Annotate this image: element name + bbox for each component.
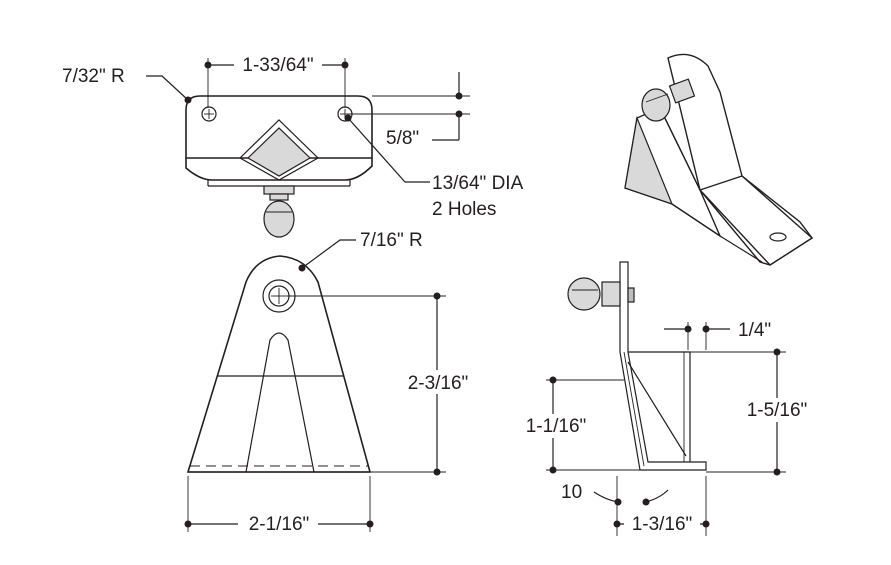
left-hole [201, 106, 217, 122]
top-gusset [239, 119, 319, 181]
dim-corner-radius: 7/32" R [62, 66, 125, 87]
iso-foot [698, 175, 814, 266]
dim-side-height: 1-5/16" [747, 400, 808, 421]
dim-thickness: 1/4" [738, 320, 771, 341]
iso-ball-stud [641, 88, 671, 122]
dim-angle: 10 [561, 482, 582, 503]
dim-base-width: 2-1/16" [249, 514, 310, 535]
front-view: 7/16" R 2-3/16" 2-1/16" [184, 230, 480, 536]
ball-stud-top [263, 200, 295, 238]
dim-foot-length: 1-3/16" [632, 514, 693, 535]
dim-hole-spacing: 1-33/64" [242, 55, 313, 76]
isometric-view [624, 53, 814, 266]
dim-hole-offset: 5/8" [386, 128, 419, 149]
front-outline [186, 255, 372, 473]
dim-hole-dia: 13/64" DIA [432, 173, 524, 194]
dim-height: 2-3/16" [408, 373, 469, 394]
dim-boss-radius: 7/16" R [360, 230, 423, 251]
iso-foot-hole [769, 232, 787, 242]
side-ball-stud [567, 277, 601, 311]
top-view: 1-33/64" 7/32" R 5/8" 13/64" DIA 2 Holes [62, 54, 524, 238]
stud-neck [263, 185, 295, 195]
dim-hole-count: 2 Holes [432, 199, 496, 220]
dim-gusset-height: 1-1/16" [526, 416, 587, 437]
side-view: 1/4" 1-5/16" 1-1/16" 10 1-3/16" [514, 261, 818, 536]
side-stud-neck [601, 281, 621, 307]
